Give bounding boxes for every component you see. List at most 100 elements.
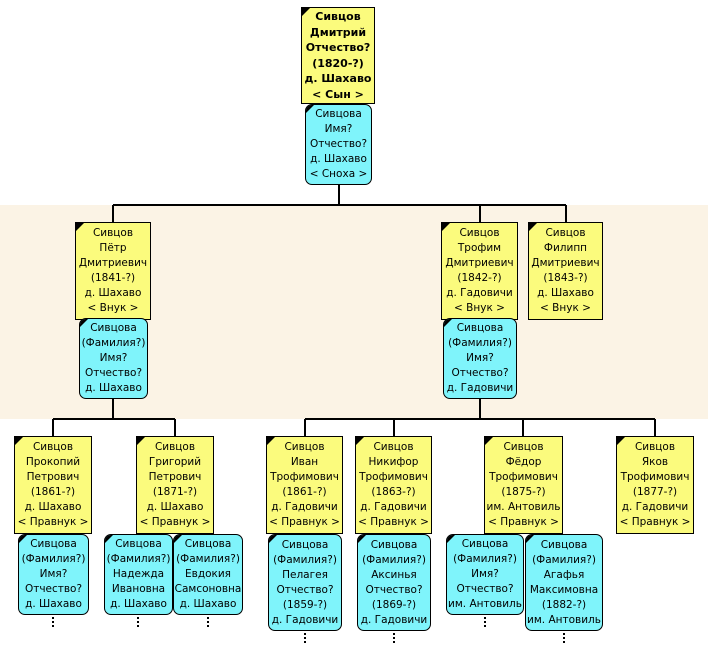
card-line: им. Антовиль <box>527 613 601 626</box>
spouse-card-prokopiy[interactable]: Сивцова(Фамилия?)Имя?Отчество?д. Шахаво <box>18 534 89 615</box>
card-line: д. Шахаво <box>85 382 142 394</box>
card-line: д. Гадовичи <box>446 287 513 299</box>
card-line: Максимовна <box>529 583 599 596</box>
card-line: Дмитриевич <box>445 257 514 269</box>
more-descendants-marker <box>304 633 306 645</box>
card-line: < Правнук > <box>269 516 340 528</box>
card-corner-icon <box>137 437 145 445</box>
card-line: им. Антовиль <box>448 598 522 610</box>
card-line: Аксинья <box>371 568 417 581</box>
card-line: Отчество? <box>276 583 334 596</box>
spouse-card-petr[interactable]: Сивцова(Фамилия?)Имя?Отчество?д. Шахаво <box>79 318 148 399</box>
card-line: Дмитрий <box>309 25 367 39</box>
card-line: д. Шахаво <box>179 598 237 610</box>
card-line: Прокопий <box>25 456 81 468</box>
card-line: < Сноха > <box>309 168 368 180</box>
card-line: Пелагея <box>282 568 328 581</box>
card-corner-icon <box>442 223 450 231</box>
card-line: д. Шахаво <box>25 598 82 610</box>
card-line: Надежда <box>112 568 165 580</box>
card-line: Дмитриевич <box>531 257 600 269</box>
card-line: Сивцова <box>461 538 509 550</box>
card-corner-icon <box>15 437 23 445</box>
card-line: Сивцова <box>30 538 77 550</box>
card-line: Сивцова <box>370 538 418 551</box>
card-line: д. Гадовичи <box>621 501 689 513</box>
card-line: д. Гадовичи <box>271 613 339 626</box>
card-line: Сивцов <box>32 441 74 453</box>
more-descendants-marker <box>484 617 486 629</box>
card-line: д. Гадовичи <box>271 501 338 513</box>
card-corner-icon <box>617 437 625 445</box>
card-corner-icon <box>80 319 88 327</box>
card-line: Сивцов <box>545 227 586 239</box>
card-line: д. Шахаво <box>537 287 594 299</box>
card-corner-icon <box>485 437 493 445</box>
card-corner-icon <box>447 535 455 543</box>
card-line: Трофим <box>457 242 502 254</box>
card-line: Сивцов <box>459 227 500 239</box>
card-corner-icon <box>269 535 277 543</box>
card-line: Сивцов <box>92 227 134 239</box>
card-line: Сивцова <box>540 538 588 551</box>
spouse-card-trofim[interactable]: Сивцова(Фамилия?)Имя?Отчество?д. Гадович… <box>443 318 517 399</box>
card-line: (Фамилия?) <box>448 337 512 349</box>
card-line: (1859-?) <box>282 598 328 611</box>
card-line: Трофимович <box>359 471 428 483</box>
card-line: Отчество? <box>24 583 83 595</box>
spouse-card-fedor-1[interactable]: Сивцова(Фамилия?)Имя?Отчество?им. Антови… <box>446 534 524 615</box>
card-line: (1875-?) <box>501 486 546 498</box>
card-line: (1871-?) <box>152 486 198 498</box>
card-line: (Фамилия?) <box>453 553 517 565</box>
card-line: им. Антовиль <box>486 501 561 513</box>
card-line: Григорий <box>148 456 202 468</box>
more-descendants-marker <box>137 617 139 629</box>
card-line: < Внук > <box>87 302 139 314</box>
card-line: Ивановна <box>111 583 166 595</box>
card-line: (Фамилия?) <box>21 553 86 565</box>
card-line: (1877-?) <box>632 486 678 498</box>
card-line: (Фамилия?) <box>81 337 146 349</box>
more-descendants-marker <box>207 617 209 629</box>
card-line: Сивцова <box>115 538 162 550</box>
card-line: < Правнук > <box>488 516 559 528</box>
card-line: Дмитриевич <box>78 257 148 269</box>
card-corner-icon <box>174 535 182 543</box>
card-line: д. Шахаво <box>84 287 142 299</box>
card-line: Сивцова <box>184 538 232 550</box>
card-line: Сивцова <box>90 322 137 334</box>
card-line: Никифор <box>368 456 419 468</box>
card-corner-icon <box>526 535 534 543</box>
card-line: (Фамилия?) <box>106 553 171 565</box>
card-line: Фёдор <box>505 456 542 468</box>
card-line: д. Шахаво <box>110 598 167 610</box>
card-line: д. Шахаво <box>304 72 372 85</box>
card-line: Отчество? <box>451 367 509 379</box>
card-line: Сивцов <box>634 441 676 453</box>
card-line: Отчество? <box>365 583 423 596</box>
card-corner-icon <box>267 437 275 445</box>
card-line: < Сын > <box>312 87 364 101</box>
card-line: Имя? <box>466 352 494 364</box>
card-line: д. Гадовичи <box>360 501 427 513</box>
card-line: (1820-?) <box>312 56 364 70</box>
card-line: Отчество? <box>456 583 514 595</box>
card-line: < Внук > <box>540 302 591 314</box>
card-line: Евдокия <box>185 568 231 580</box>
